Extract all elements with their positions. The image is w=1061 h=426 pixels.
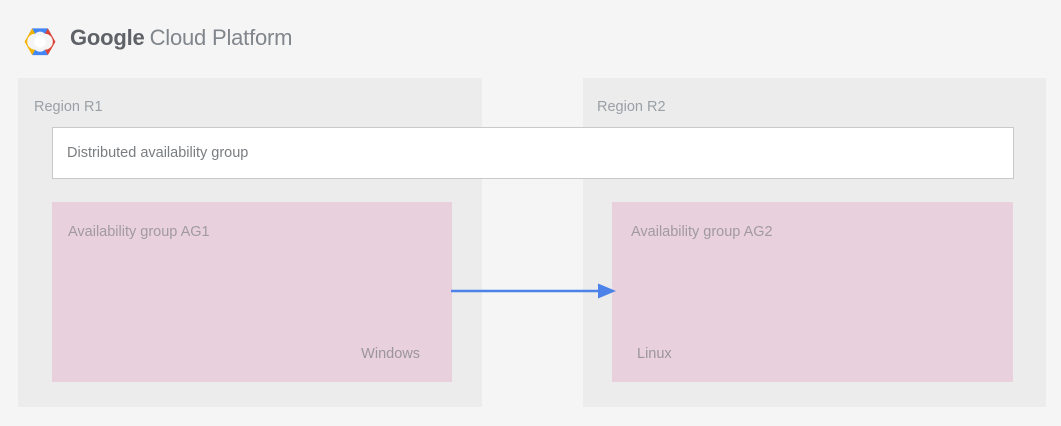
google-cloud-platform-logo-icon	[24, 28, 56, 56]
availability-group-title-ag2: Availability group AG2	[631, 224, 773, 240]
os-label-windows: Windows	[361, 346, 420, 362]
region-label-r1: Region R1	[34, 99, 103, 115]
distributed-availability-group-box: Distributed availability group	[52, 127, 1014, 179]
brand-cloud-platform-text: Cloud Platform	[149, 25, 293, 50]
distributed-availability-group-label: Distributed availability group	[67, 145, 249, 161]
replication-arrow-right-icon	[451, 283, 616, 299]
availability-group-title-ag1: Availability group AG1	[68, 224, 210, 240]
brand-google-text: Google	[70, 25, 145, 50]
availability-group-box-ag2: Availability group AG2 Linux	[612, 202, 1013, 382]
os-label-linux: Linux	[637, 346, 672, 362]
region-label-r2: Region R2	[597, 99, 666, 115]
availability-group-box-ag1: Availability group AG1 Windows	[52, 202, 452, 382]
